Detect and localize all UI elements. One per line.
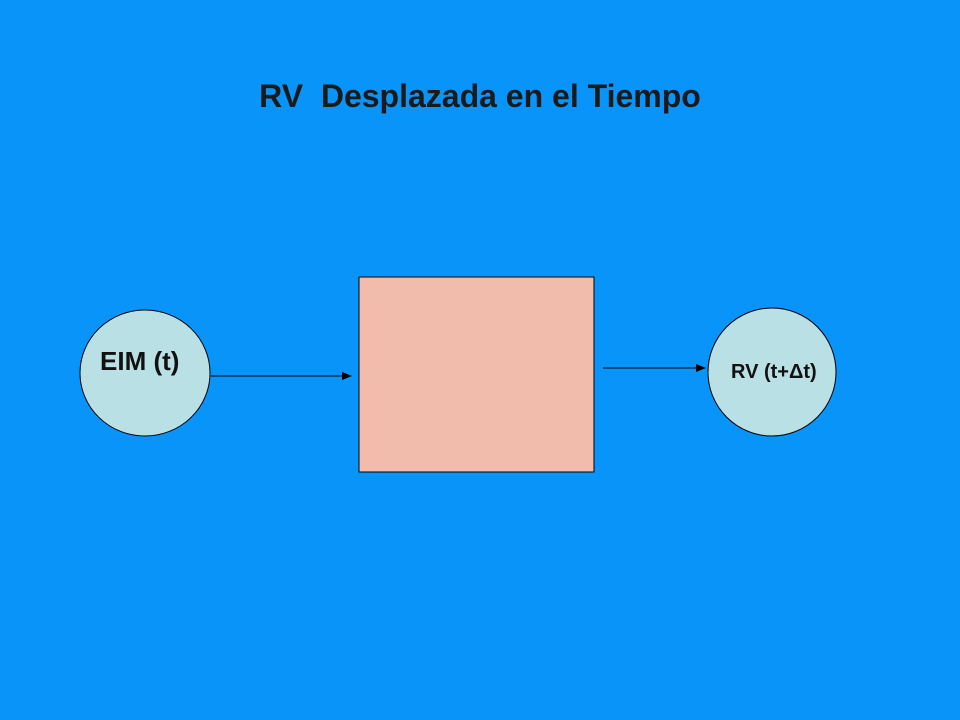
output-node-label: RV (t+Δt) — [731, 361, 817, 383]
input-node-circle — [79, 309, 211, 437]
slide-title: RV Desplazada en el Tiempo — [259, 78, 701, 114]
input-node-label: EIM (t) — [100, 346, 180, 376]
process-box — [358, 276, 595, 473]
output-node-circle — [707, 307, 837, 437]
